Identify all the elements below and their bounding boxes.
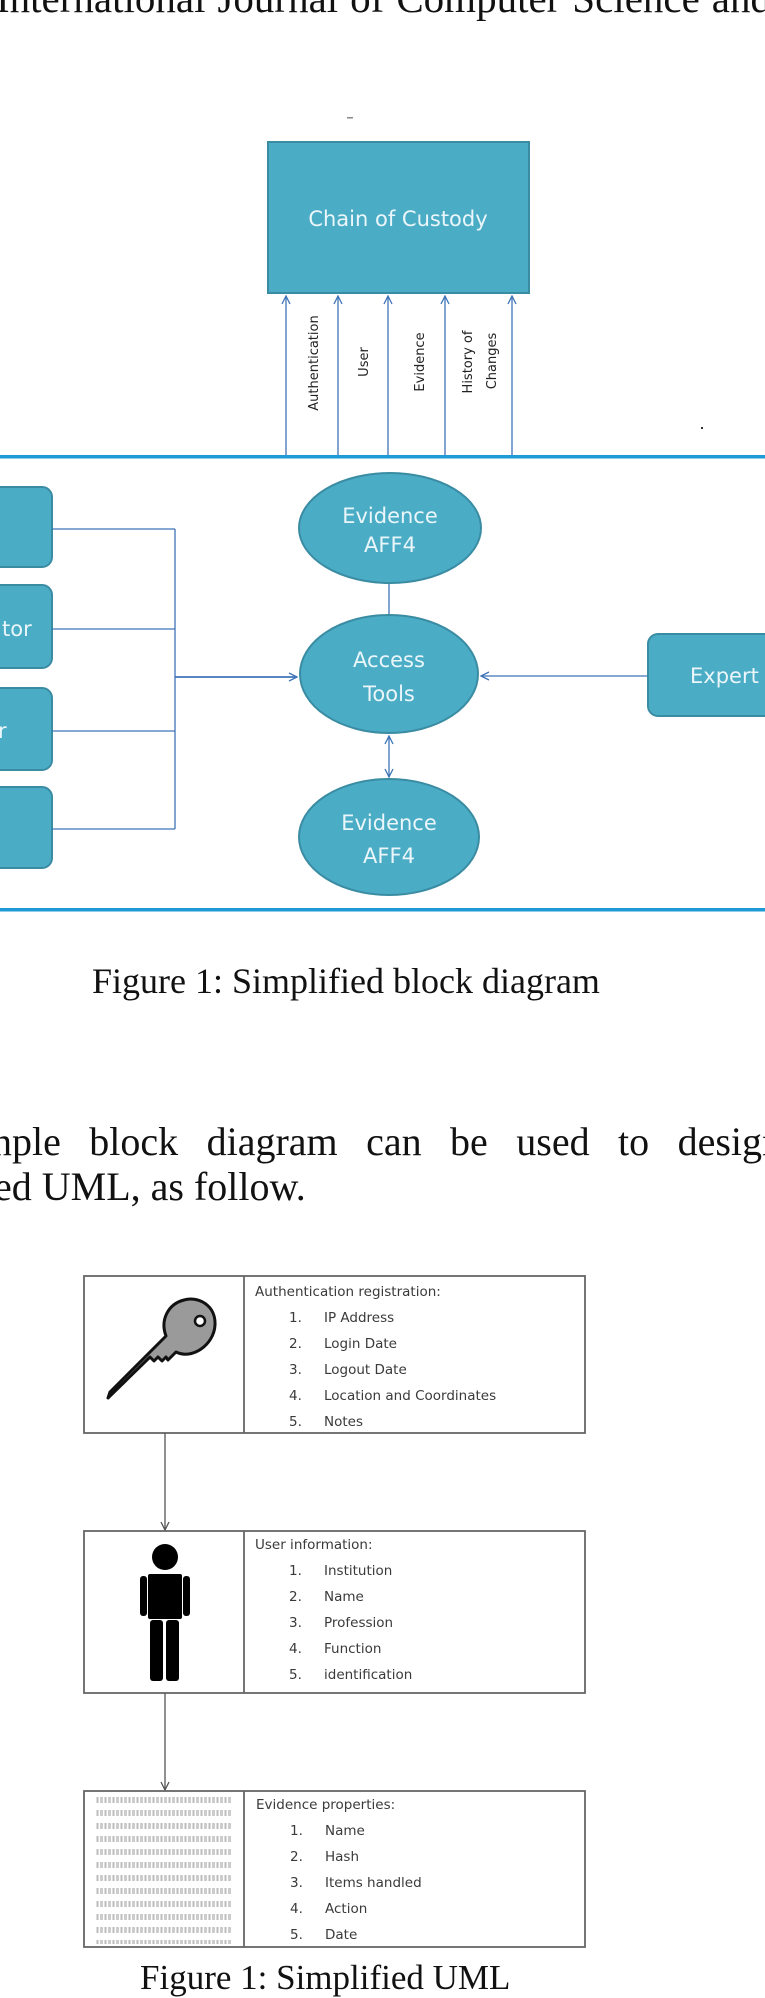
uml-item: 1.Name xyxy=(290,1823,365,1839)
uml-item: 5.identification xyxy=(289,1667,413,1683)
frame-bottom-line xyxy=(0,908,765,912)
uml-item: 5.Notes xyxy=(289,1414,363,1430)
paragraph-line-1: nple block diagram can be used to design xyxy=(0,1119,765,1164)
access-tools-ellipse xyxy=(299,614,479,734)
label-changes: Changes xyxy=(485,333,500,390)
uml-heading: User information: xyxy=(255,1537,373,1553)
uml-item: 3.Logout Date xyxy=(289,1362,407,1378)
evidence-bottom-line1: Evidence xyxy=(341,811,437,835)
label-authentication: Authentication xyxy=(307,315,322,410)
label-evidence: Evidence xyxy=(413,332,428,391)
uml-item: 1.IP Address xyxy=(289,1310,395,1326)
uml-item: 5.Date xyxy=(290,1927,358,1943)
expert-box xyxy=(647,633,765,717)
uml-diagram xyxy=(83,1275,586,1948)
left-box-2 xyxy=(0,584,53,669)
uml-authentication-list: Authentication registration: 1.IP Addres… xyxy=(255,1279,496,1435)
left-box-2-label: tor xyxy=(2,617,32,641)
frame-top-line xyxy=(0,455,765,459)
access-tools-line2: Tools xyxy=(362,682,415,706)
block-diagram: Chain of Custody Authentication User Evi… xyxy=(0,117,765,912)
evidence-top-line1: Evidence xyxy=(342,504,438,528)
key-icon xyxy=(106,1297,217,1400)
block-diagram-caption: Figure 1: Simplified block diagram xyxy=(92,961,600,1001)
journal-header: International Journal of Computer Scienc… xyxy=(0,0,765,22)
person-icon xyxy=(140,1544,190,1681)
chain-of-custody-label: Chain of Custody xyxy=(308,207,487,231)
uml-heading: Authentication registration: xyxy=(255,1284,441,1300)
uml-item: 2.Login Date xyxy=(289,1336,397,1352)
uml-item: 4.Location and Coordinates xyxy=(289,1388,497,1404)
uml-item: 3.Profession xyxy=(289,1615,394,1631)
left-box-1 xyxy=(0,486,53,568)
evidence-bottom-ellipse xyxy=(298,778,480,896)
left-box-4 xyxy=(0,786,53,869)
left-box-3-label: r xyxy=(0,719,7,743)
stray-mark xyxy=(347,117,353,119)
uml-heading: Evidence properties: xyxy=(256,1797,396,1813)
access-tools-line1: Access xyxy=(353,648,425,672)
uml-item: 3.Items handled xyxy=(290,1875,422,1891)
uml-user-list: User information: 1.Institution 2.Name 3… xyxy=(255,1532,412,1688)
label-history-of: History of xyxy=(461,330,476,393)
uml-item: 1.Institution xyxy=(289,1563,393,1579)
uml-item: 4.Function xyxy=(289,1641,382,1657)
left-box-3 xyxy=(0,687,53,771)
evidence-top-ellipse xyxy=(298,472,482,584)
evidence-bottom-line2: AFF4 xyxy=(363,844,415,868)
paragraph-line-2: ed UML, as follow. xyxy=(0,1164,306,1209)
uml-item: 4.Action xyxy=(290,1901,368,1917)
uml-caption: Figure 1: Simplified UML xyxy=(140,1958,511,1997)
uml-item: 2.Hash xyxy=(290,1849,360,1865)
evidence-top-line2: AFF4 xyxy=(364,533,416,557)
label-user: User xyxy=(357,347,372,377)
uml-evidence-list: Evidence properties: 1.Name 2.Hash 3.Ite… xyxy=(256,1792,422,1948)
binary-data-icon xyxy=(96,1796,232,1944)
uml-item: 2.Name xyxy=(289,1589,364,1605)
expert-label: Expert xyxy=(690,664,759,688)
chain-of-custody-box xyxy=(267,141,530,294)
stray-dot xyxy=(701,427,703,429)
